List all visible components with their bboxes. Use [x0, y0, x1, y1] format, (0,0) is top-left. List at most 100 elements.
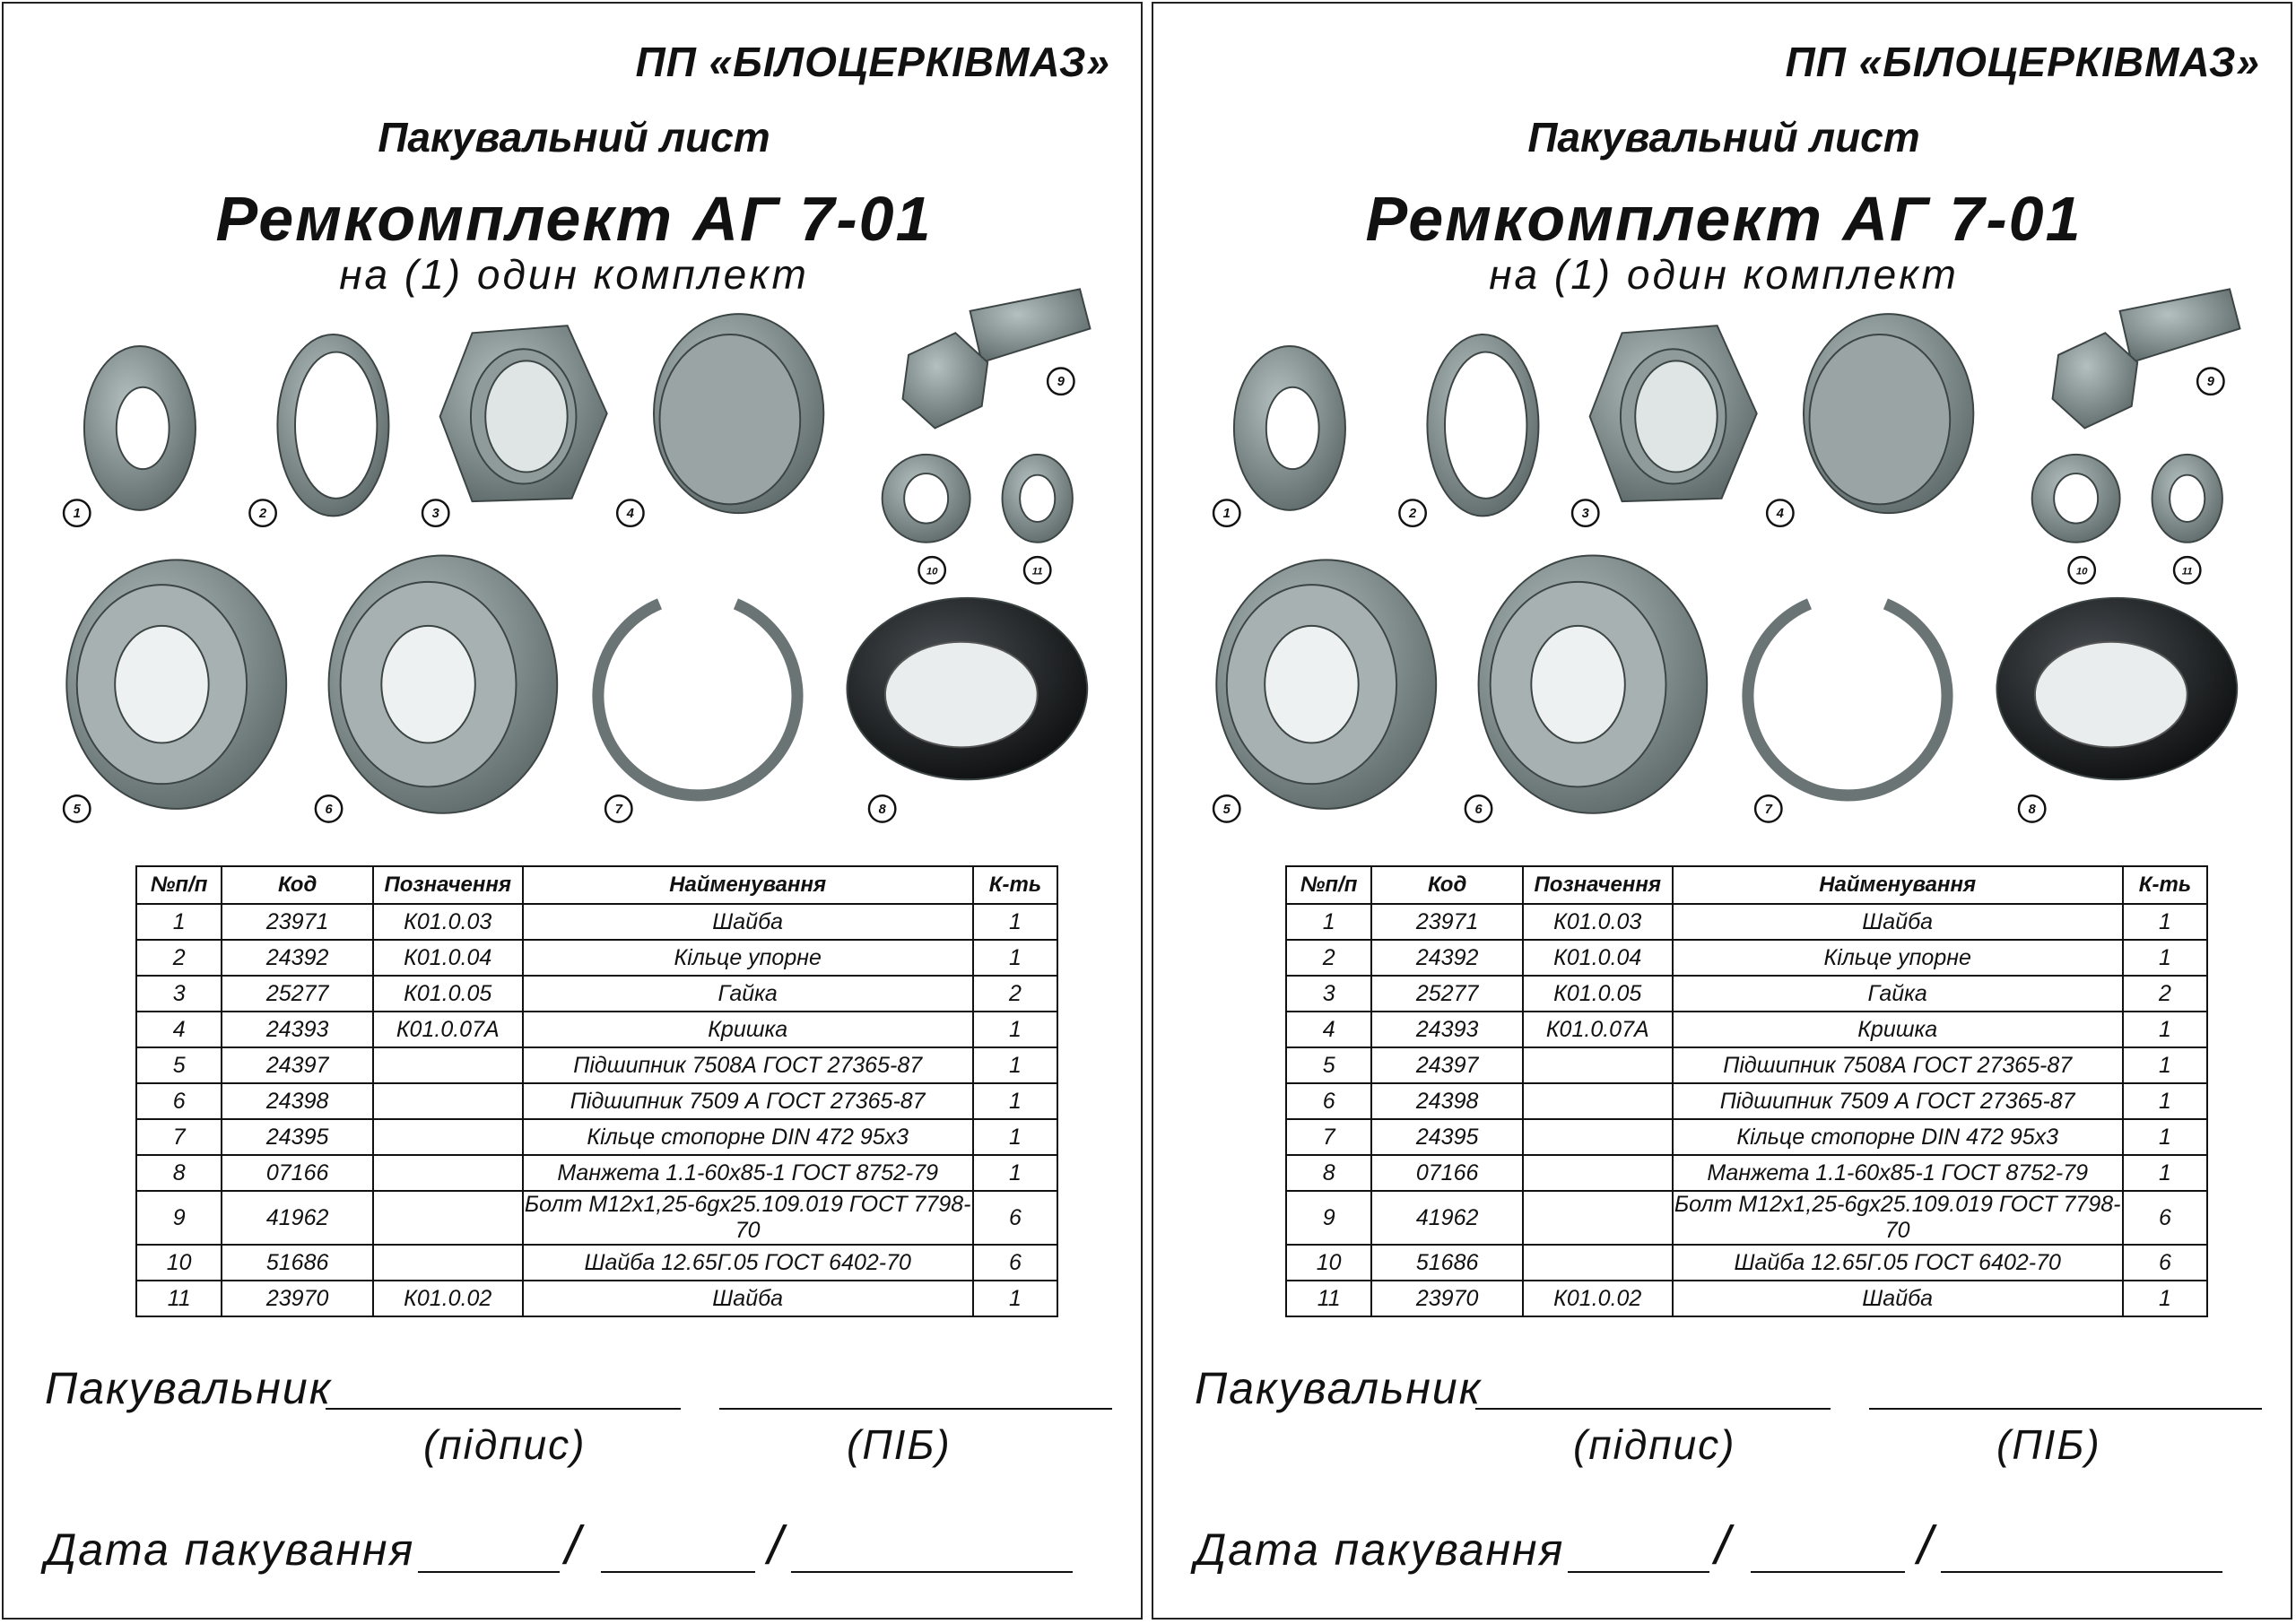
part-callout-2: 2 — [248, 499, 277, 528]
cell-name: Болт М12х1,25-6gх25.109.019 ГОСТ 7798-70 — [521, 1190, 974, 1246]
cell-quantity: 6 — [2121, 1190, 2209, 1246]
kit-subtitle: на (1) один комплект — [1489, 251, 1959, 298]
cell-designation: К01.0.05 — [371, 975, 524, 1012]
header-quantity: К-ть — [2121, 865, 2209, 905]
document-type: Пакувальний лист — [1527, 114, 1920, 161]
date-month-line[interactable] — [601, 1571, 755, 1573]
cell-quantity: 1 — [971, 903, 1059, 941]
cell-name: Манжета 1.1-60x85-1 ГОСТ 8752-79 — [521, 1154, 974, 1192]
date-label: Дата пакування — [45, 1524, 415, 1575]
cell-quantity: 1 — [2121, 1154, 2209, 1192]
cell-code: 23970 — [1370, 1280, 1524, 1317]
thrust-ring-icon — [276, 333, 390, 517]
svg-text:4: 4 — [626, 507, 634, 521]
svg-text:6: 6 — [325, 803, 333, 817]
cell-number: 4 — [135, 1011, 223, 1048]
date-month-line[interactable] — [1751, 1571, 1905, 1573]
name-line[interactable] — [1869, 1408, 2262, 1410]
cell-name: Гайка — [1671, 975, 2124, 1012]
thrust-ring-icon — [1426, 333, 1540, 517]
signature-hint: (підпис) — [423, 1421, 587, 1468]
part-callout-9: 9 — [2196, 367, 2225, 396]
hex-nut-icon — [439, 325, 608, 503]
cell-designation: К01.0.07А — [371, 1011, 524, 1048]
bearing-icon — [65, 559, 288, 810]
svg-text:10: 10 — [926, 567, 938, 578]
cell-code: 24392 — [221, 939, 374, 977]
cell-name: Болт М12х1,25-6gх25.109.019 ГОСТ 7798-70 — [1671, 1190, 2124, 1246]
signature-line[interactable] — [1475, 1408, 1831, 1410]
cell-code: 24392 — [1370, 939, 1524, 977]
company-name: ПП «БІЛОЦЕРКІВМАЗ» — [1785, 39, 2260, 85]
cell-name: Шайба 12.65Г.05 ГОСТ 6402-70 — [1671, 1244, 2124, 1281]
cell-quantity: 1 — [971, 1154, 1059, 1192]
cell-code: 24393 — [221, 1011, 374, 1048]
header-code: Код — [1370, 865, 1524, 905]
cell-number: 2 — [1284, 939, 1373, 977]
cell-code: 51686 — [1370, 1244, 1524, 1281]
header-quantity: К-ть — [971, 865, 1059, 905]
cell-designation — [371, 1118, 524, 1156]
cell-quantity: 2 — [971, 975, 1059, 1012]
cell-designation: К01.0.02 — [1521, 1280, 1674, 1317]
cell-designation — [1521, 1244, 1674, 1281]
cell-quantity: 1 — [971, 1011, 1059, 1048]
name-hint: (ПІБ) — [847, 1421, 952, 1468]
table-header-row: №п/п Код Позначення Найменування К-ть — [1284, 865, 2209, 905]
small-washer-icon — [2151, 453, 2223, 543]
svg-text:11: 11 — [1032, 567, 1043, 578]
cell-number: 1 — [135, 903, 223, 941]
name-line[interactable] — [719, 1408, 1112, 1410]
svg-text:7: 7 — [615, 803, 623, 817]
document-type: Пакувальний лист — [378, 114, 770, 161]
header-designation: Позначення — [371, 865, 524, 905]
cell-code: 24398 — [1370, 1082, 1524, 1120]
signature-line[interactable] — [326, 1408, 681, 1410]
parts-illustration: 1 2 3 4 5 6 7 8 9 10 11 — [62, 288, 1091, 823]
date-day-line[interactable] — [418, 1571, 560, 1573]
cell-designation — [1521, 1154, 1674, 1192]
cell-name: Підшипник 7509 А ГОСТ 27365-87 — [521, 1082, 974, 1120]
cell-number: 10 — [1284, 1244, 1373, 1281]
date-label: Дата пакування — [1195, 1524, 1565, 1575]
cell-name: Підшипник 7509 А ГОСТ 27365-87 — [1671, 1082, 2124, 1120]
packing-list-sheet-right: ПП «БІЛОЦЕРКІВМАЗ» Пакувальний лист Ремк… — [1152, 2, 2292, 1620]
retaining-ring-icon — [592, 598, 804, 802]
part-callout-6: 6 — [1464, 795, 1493, 823]
date-day-line[interactable] — [1568, 1571, 1709, 1573]
part-callout-7: 7 — [604, 795, 633, 823]
date-year-line[interactable] — [1941, 1571, 2222, 1573]
cell-code: 07166 — [1370, 1154, 1524, 1192]
cell-number: 10 — [135, 1244, 223, 1281]
cell-number: 2 — [135, 939, 223, 977]
cell-name: Кришка — [521, 1011, 974, 1048]
header-name: Найменування — [1671, 865, 2124, 905]
cell-designation: К01.0.04 — [1521, 939, 1674, 977]
cell-code: 07166 — [221, 1154, 374, 1192]
svg-text:9: 9 — [1057, 375, 1065, 389]
part-callout-10: 10 — [918, 555, 947, 585]
part-callout-9: 9 — [1046, 367, 1075, 396]
cell-designation — [371, 1082, 524, 1120]
date-year-line[interactable] — [791, 1571, 1073, 1573]
cell-designation: К01.0.03 — [1521, 903, 1674, 941]
header-name: Найменування — [521, 865, 974, 905]
cell-name: Шайба — [521, 903, 974, 941]
cell-code: 23970 — [221, 1280, 374, 1317]
part-callout-6: 6 — [314, 795, 344, 823]
cell-number: 8 — [135, 1154, 223, 1192]
company-name: ПП «БІЛОЦЕРКІВМАЗ» — [635, 39, 1110, 85]
date-separator: / — [768, 1515, 783, 1576]
cell-name: Гайка — [521, 975, 974, 1012]
cell-name: Кільце упорне — [1671, 939, 2124, 977]
cell-code: 41962 — [221, 1190, 374, 1246]
cell-designation: К01.0.02 — [371, 1280, 524, 1317]
cell-code: 24398 — [221, 1082, 374, 1120]
